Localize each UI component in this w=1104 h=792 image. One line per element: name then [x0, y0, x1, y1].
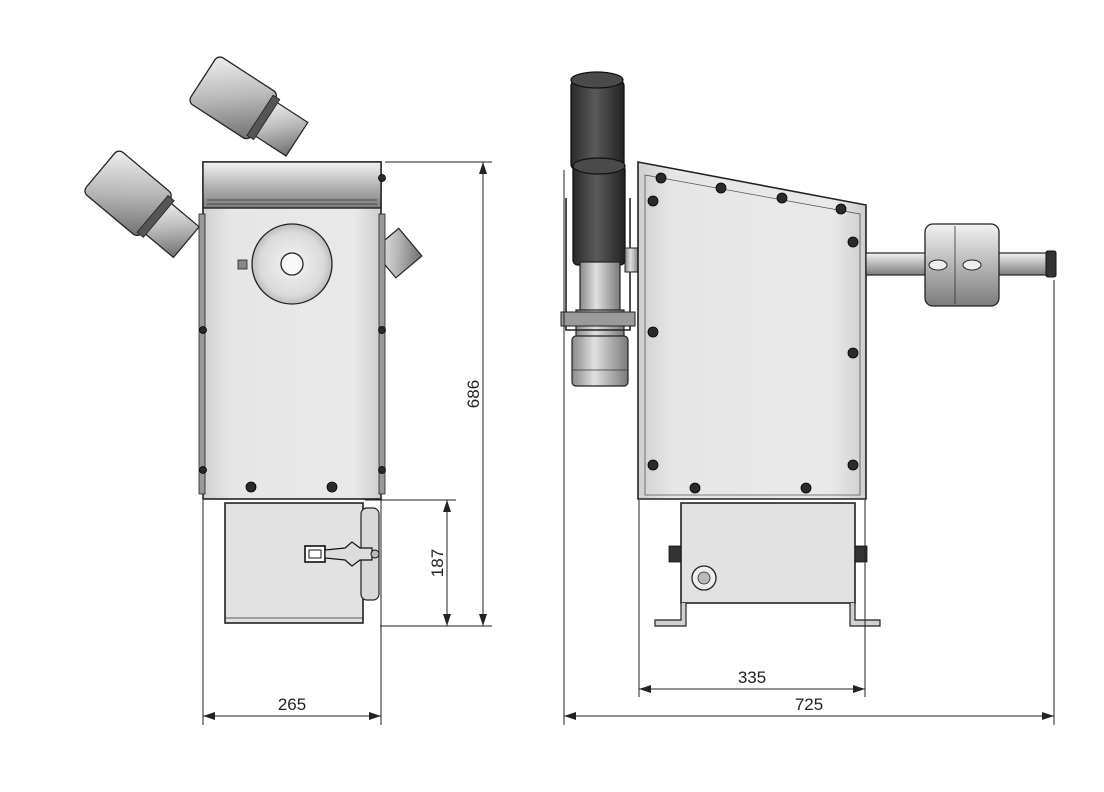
side-main-body	[637, 161, 867, 500]
front-top-cap	[202, 161, 382, 209]
side-base-box	[654, 502, 881, 627]
front-main-body	[202, 161, 382, 500]
front-window-hole	[280, 252, 304, 276]
dim-label-265: 265	[278, 695, 306, 714]
side-view	[560, 71, 1057, 627]
side-back-tube	[570, 71, 625, 171]
dim-label-335: 335	[738, 668, 766, 687]
side-bolts	[647, 172, 859, 494]
front-latch	[304, 541, 380, 567]
dim-label-725: 725	[795, 695, 823, 714]
front-upper-tube	[189, 56, 309, 157]
dim-label-686: 686	[464, 380, 483, 408]
front-bolts	[199, 174, 386, 493]
front-left-tube	[84, 150, 201, 259]
dimension-lines	[202, 161, 1055, 725]
front-view	[84, 56, 423, 624]
side-shaft-assembly	[865, 223, 1057, 307]
side-front-tube	[560, 157, 640, 387]
front-indicator	[237, 259, 248, 270]
dim-label-187: 187	[428, 549, 447, 577]
front-base-box	[224, 502, 364, 624]
